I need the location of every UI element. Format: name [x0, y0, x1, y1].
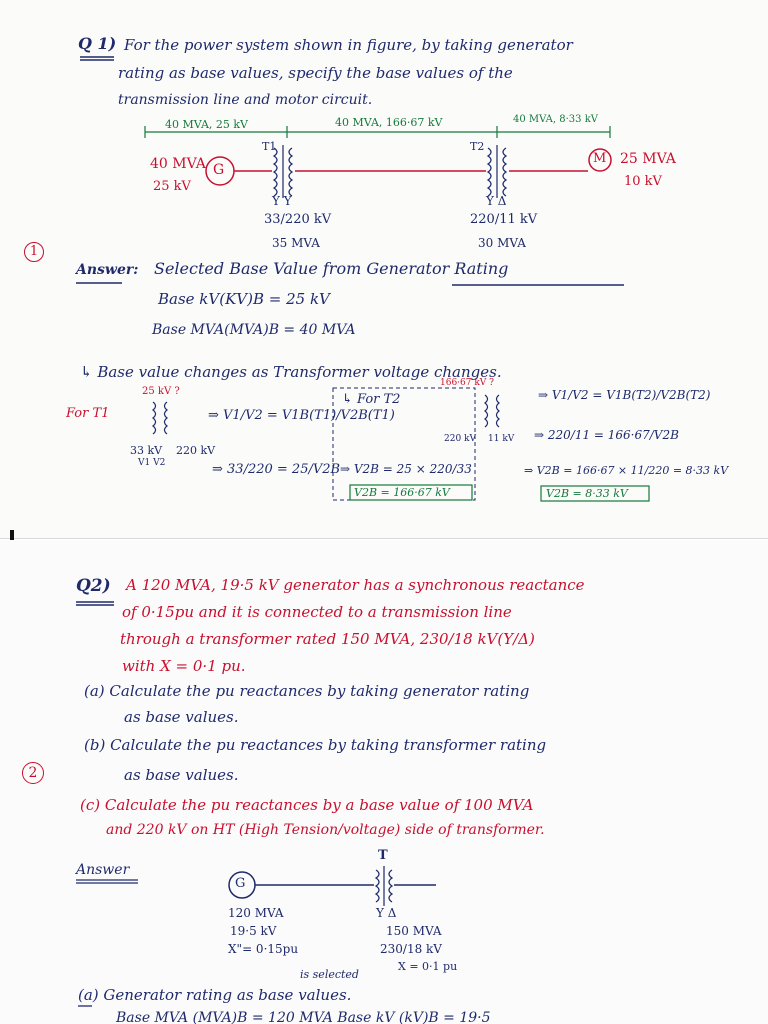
for-t2-label: ↳ For T2 — [342, 392, 401, 407]
question-label: Q 1) — [78, 34, 117, 53]
question-text-line: with X = 0·1 pu. — [122, 657, 246, 675]
t1-equation: ⇒ 33/220 = 25/V2B — [212, 462, 341, 477]
t1-ratio: 33/220 kV — [264, 212, 332, 227]
generator-mva: 40 MVA — [150, 156, 206, 172]
t1-result: V2B = 166·67 kV — [354, 486, 450, 499]
part-c-question: and 220 kV on HT (High Tension/voltage) … — [106, 822, 545, 838]
transformer-reactance: X = 0·1 pu — [398, 960, 458, 973]
transformer-mva: 150 MVA — [386, 924, 442, 938]
base-changes-note: ↳ Base value changes as Transformer volt… — [80, 363, 502, 381]
t1-equation: ⇒ V1/V2 = V1B(T1)/V2B(T1) — [208, 408, 395, 423]
t1-mva: 35 MVA — [272, 236, 320, 250]
answer-label: Answer: — [76, 262, 139, 278]
margin-number-badge: 1 — [24, 242, 44, 262]
zone-label: 40 MVA, 8·33 kV — [513, 114, 598, 125]
t2-equation: ⇒ V1/V2 = V1B(T2)/V2B(T2) — [538, 388, 711, 402]
t2-zone-top: 166·67 kV ? — [440, 378, 494, 388]
generator-kv: 25 kV — [153, 179, 191, 194]
t2-connection: Y Δ — [486, 194, 507, 208]
zone-label: 40 MVA, 25 kV — [165, 118, 248, 131]
part-a-question: as base values. — [124, 708, 239, 726]
margin-number-badge: 2 — [22, 762, 44, 784]
t2-equation: ⇒ 220/11 = 166·67/V2B — [534, 428, 679, 442]
question-text-line: through a transformer rated 150 MVA, 230… — [120, 630, 535, 648]
part-a-answer: Base MVA (MVA)B = 120 MVA Base kV (kV)B … — [116, 1010, 491, 1024]
motor-mva: 25 MVA — [620, 151, 676, 167]
generator-symbol: G — [235, 876, 246, 891]
transformer-ratio: 230/18 kV — [380, 942, 442, 956]
zone-label: 40 MVA, 166·67 kV — [335, 116, 443, 129]
t2-right-kv: 11 kV — [488, 434, 515, 444]
t2-mva: 30 MVA — [478, 236, 526, 250]
t1-equation: ⇒ V2B = 25 × 220/33 — [340, 462, 472, 476]
t1-zone-top: 25 kV ? — [142, 386, 180, 397]
base-mva: Base MVA(MVA)B = 40 MVA — [152, 322, 356, 338]
t1-right-kv: 220 kV — [176, 444, 216, 457]
motor-kv: 10 kV — [624, 174, 662, 189]
answer-label: Answer — [76, 862, 130, 878]
for-t1-label: For T1 — [66, 406, 110, 421]
question-label: Q2) — [76, 576, 111, 596]
question-text-line: For the power system shown in figure, by… — [124, 36, 573, 54]
part-a-answer: (a) Generator rating as base values. — [78, 986, 352, 1004]
page-one-drawing — [76, 56, 650, 502]
question-text-line: rating as base values, specify the base … — [118, 64, 513, 82]
page-two-drawing — [76, 601, 436, 1007]
base-kv: Base kV(KV)B = 25 kV — [158, 290, 330, 308]
generator-symbol: G — [213, 162, 225, 178]
t1-v-labels: V1 V2 — [138, 458, 166, 468]
page-one: 1 Q 1) For the power system shown in fig… — [0, 34, 768, 539]
t2-result: V2B = 8·33 kV — [546, 487, 628, 500]
t2-label: T2 — [470, 140, 485, 153]
t1-label: T1 — [262, 140, 277, 153]
edge-mark — [10, 530, 14, 542]
page-two: 2 Q2) A 120 MVA, 19·5 kV generator has a… — [0, 540, 768, 1024]
generator-kv: 19·5 kV — [230, 924, 277, 938]
selected-note: is selected — [300, 968, 359, 981]
question-text-line: transmission line and motor circuit. — [118, 92, 373, 108]
t2-equation: ⇒ V2B = 166·67 × 11/220 = 8·33 kV — [524, 464, 729, 477]
generator-reactance: X"= 0·15pu — [228, 942, 299, 956]
t1-connection: Y Y — [272, 194, 292, 208]
transformer-connection: Y Δ — [376, 906, 397, 920]
part-b-question: (b) Calculate the pu reactances by takin… — [84, 736, 547, 754]
part-a-question: (a) Calculate the pu reactances by takin… — [84, 682, 530, 700]
motor-symbol: M — [593, 151, 607, 166]
part-c-question: (c) Calculate the pu reactances by a bas… — [80, 796, 534, 814]
transformer-label: T — [378, 848, 388, 863]
question-text-line: of 0·15pu and it is connected to a trans… — [122, 603, 512, 621]
part-b-question: as base values. — [124, 766, 239, 784]
t2-ratio: 220/11 kV — [470, 212, 538, 227]
t1-left-kv: 33 kV — [130, 444, 163, 457]
t2-left-kv: 220 kV — [444, 434, 476, 444]
question-text-line: A 120 MVA, 19·5 kV generator has a synch… — [126, 576, 585, 594]
generator-mva: 120 MVA — [228, 906, 284, 920]
answer-selected-base: Selected Base Value from Generator Ratin… — [154, 259, 509, 278]
